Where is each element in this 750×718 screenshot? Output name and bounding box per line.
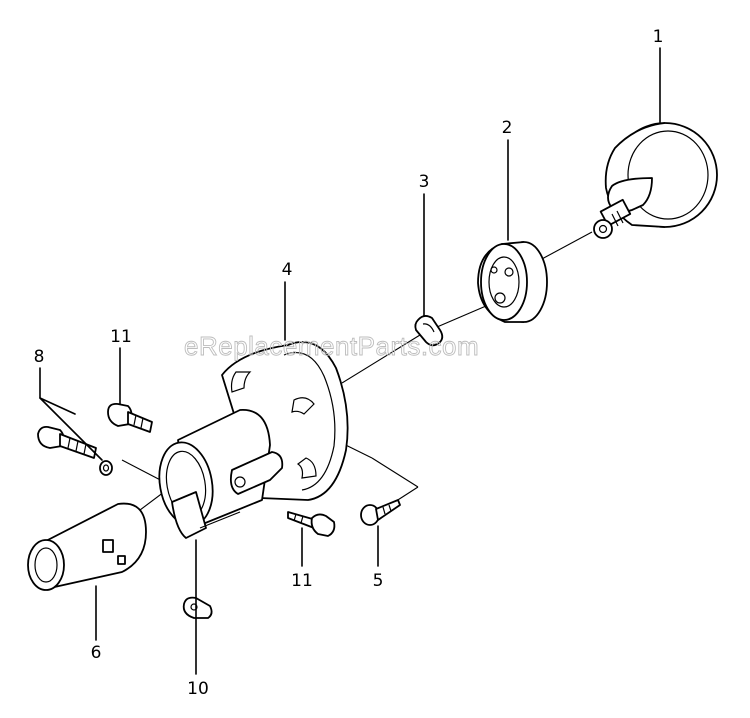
callout-label-6: 6: [91, 643, 102, 663]
part-8-bolt-washer: [37, 425, 113, 476]
part-5-screw: [360, 499, 401, 526]
callout-label-11-upper: 11: [110, 327, 132, 347]
callout-label-2: 2: [502, 118, 513, 138]
callout-label-10: 10: [187, 679, 209, 699]
watermark-text: eReplacementParts.com: [184, 331, 479, 361]
callout-label-1: 1: [653, 27, 664, 47]
part-10-clip: [182, 596, 213, 619]
part-3-circlip: [414, 315, 444, 347]
callout-labels: 1 2 3 4 5 6 8 10 11 11: [34, 27, 664, 699]
part-11-lower-bolt: [287, 511, 336, 537]
callout-label-11-lower: 11: [291, 571, 313, 591]
part-6-sleeve: [27, 502, 147, 591]
part-4-clutch-housing: [158, 341, 349, 539]
callout-label-4: 4: [282, 260, 293, 280]
part-2-bearing: [477, 241, 548, 323]
part-11-upper-bolt: [107, 403, 153, 433]
callout-label-3: 3: [419, 172, 430, 192]
part-1-clutch-drum: [593, 122, 718, 239]
callout-leader-lines: [39, 47, 661, 675]
callout-label-8: 8: [34, 347, 45, 367]
callout-label-5: 5: [373, 571, 384, 591]
